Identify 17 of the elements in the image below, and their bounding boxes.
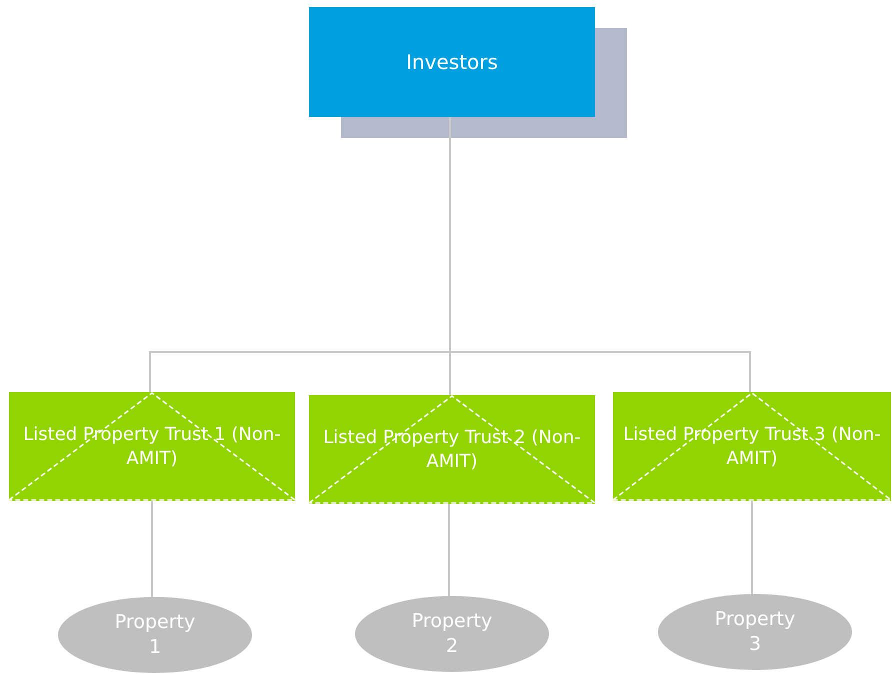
node-label: Listed Property Trust 1 (Non-AMIT) <box>22 423 282 470</box>
node-label: Listed Property Trust 3 (Non-AMIT) <box>622 423 882 470</box>
connector-line <box>448 504 450 597</box>
connector-line <box>751 501 753 595</box>
property-ellipse <box>658 594 852 670</box>
property-ellipse <box>355 596 549 672</box>
investor-box <box>309 7 595 117</box>
node-label: Property 2 <box>410 609 494 659</box>
trust-box <box>309 395 595 504</box>
node-label: Property 3 <box>714 607 796 657</box>
connector-line <box>151 501 153 598</box>
node-label: Investors <box>406 49 498 75</box>
trust-box <box>9 392 295 501</box>
node-label: Listed Property Trust 2 (Non-AMIT) <box>322 426 582 473</box>
node-label: Property 1 <box>114 610 196 660</box>
trust-box <box>613 392 891 501</box>
property-ellipse <box>58 597 252 673</box>
